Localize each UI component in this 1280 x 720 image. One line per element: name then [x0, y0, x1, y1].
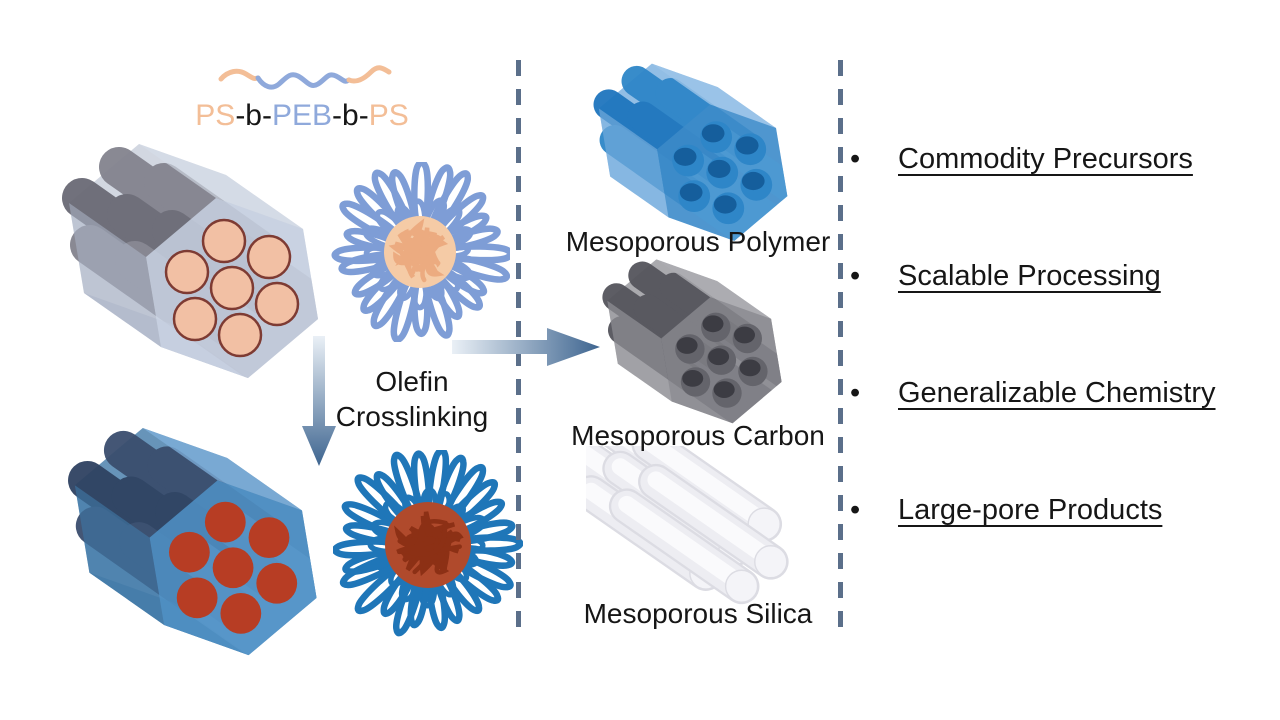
- mesoporous-silica-structure: [586, 446, 789, 605]
- crosslinking-step-label: Olefin Crosslinking: [322, 364, 502, 434]
- benefit-text: Scalable Processing: [898, 260, 1161, 292]
- crosslinking-step-line2: Crosslinking: [335, 401, 489, 432]
- right-arrow-icon: [452, 328, 600, 366]
- ps-segment-label-2: PS: [368, 99, 409, 132]
- benefit-text: Large-pore Products: [898, 494, 1163, 526]
- benefits-list: • Commodity Precursors • Scalable Proces…: [850, 143, 1270, 611]
- mesoporous-polymer-label: Mesoporous Polymer: [565, 226, 831, 257]
- mesoporous-polymer-structure: [593, 63, 788, 241]
- block-link-label: -b-: [235, 99, 272, 132]
- blue-hexagonal-mesostructure: [68, 427, 317, 656]
- benefit-item-scalable-processing: • Scalable Processing: [850, 260, 1270, 293]
- down-arrow-icon: [302, 336, 336, 466]
- bullet-dot: •: [850, 494, 861, 526]
- dashed-divider-right: [838, 60, 843, 638]
- micelle-crosslinked-icon: [333, 450, 523, 637]
- benefit-item-large-pore-products: • Large-pore Products: [850, 494, 1270, 527]
- crosslinking-step-line1: Olefin: [375, 366, 449, 397]
- copolymer-chain-icon: [218, 65, 392, 90]
- block-link-label-2: -b-: [332, 99, 369, 132]
- ps-segment-label: PS: [195, 99, 236, 132]
- benefit-item-generalizable-chemistry: • Generalizable Chemistry: [850, 377, 1270, 410]
- micelle-uncrosslinked-icon: [331, 162, 510, 342]
- benefit-text: Generalizable Chemistry: [898, 377, 1216, 409]
- benefit-text: Commodity Precursors: [898, 143, 1193, 175]
- bullet-dot: •: [850, 377, 861, 409]
- mesoporous-carbon-label: Mesoporous Carbon: [571, 420, 825, 451]
- gray-hexagonal-mesostructure: [62, 144, 318, 378]
- bullet-dot: •: [850, 143, 861, 175]
- peb-segment-label: PEB: [271, 99, 333, 132]
- mesoporous-silica-label: Mesoporous Silica: [583, 598, 813, 629]
- copolymer-name-label: PS-b-PEB-b-PS: [186, 99, 418, 133]
- benefit-item-commodity-precursors: • Commodity Precursors: [850, 143, 1270, 176]
- bullet-dot: •: [850, 260, 861, 292]
- mesoporous-carbon-structure: [602, 259, 782, 424]
